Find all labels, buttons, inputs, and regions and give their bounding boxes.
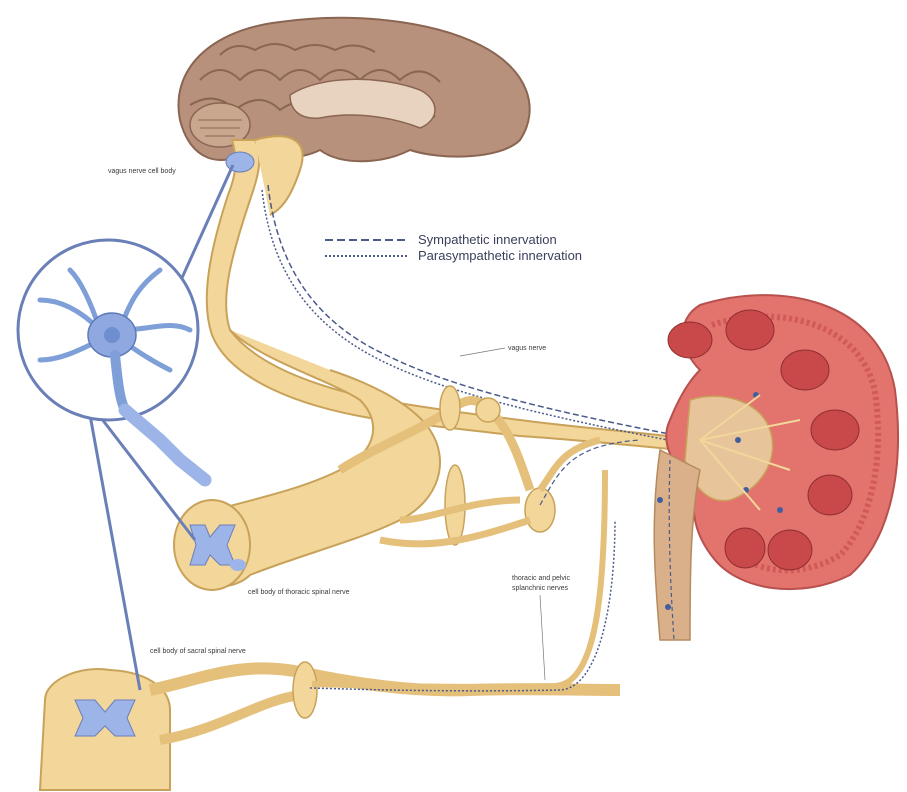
sacral-cell-body-label: cell body of sacral spinal nerve	[150, 648, 246, 655]
vagus-nerve-label: vagus nerve	[508, 345, 546, 352]
splanchnic-nerves-label-line2: splanchnic nerves	[512, 585, 569, 592]
legend: Sympathetic innervation Parasympathetic …	[325, 232, 582, 263]
splanchnic-nerves-label-line1: thoracic and pelvic	[512, 575, 570, 582]
parasympathetic-legend-label: Parasympathetic innervation	[418, 248, 582, 263]
neuron-magnification	[18, 165, 233, 690]
thoracic-cell-body-label: cell body of thoracic spinal nerve	[248, 589, 350, 596]
kidney-illustration	[654, 295, 898, 640]
sympathetic-legend-label: Sympathetic innervation	[418, 232, 557, 247]
vagus-cell-body-label: vagus nerve cell body	[108, 168, 176, 175]
thoracic-spinal-cord	[174, 330, 440, 590]
